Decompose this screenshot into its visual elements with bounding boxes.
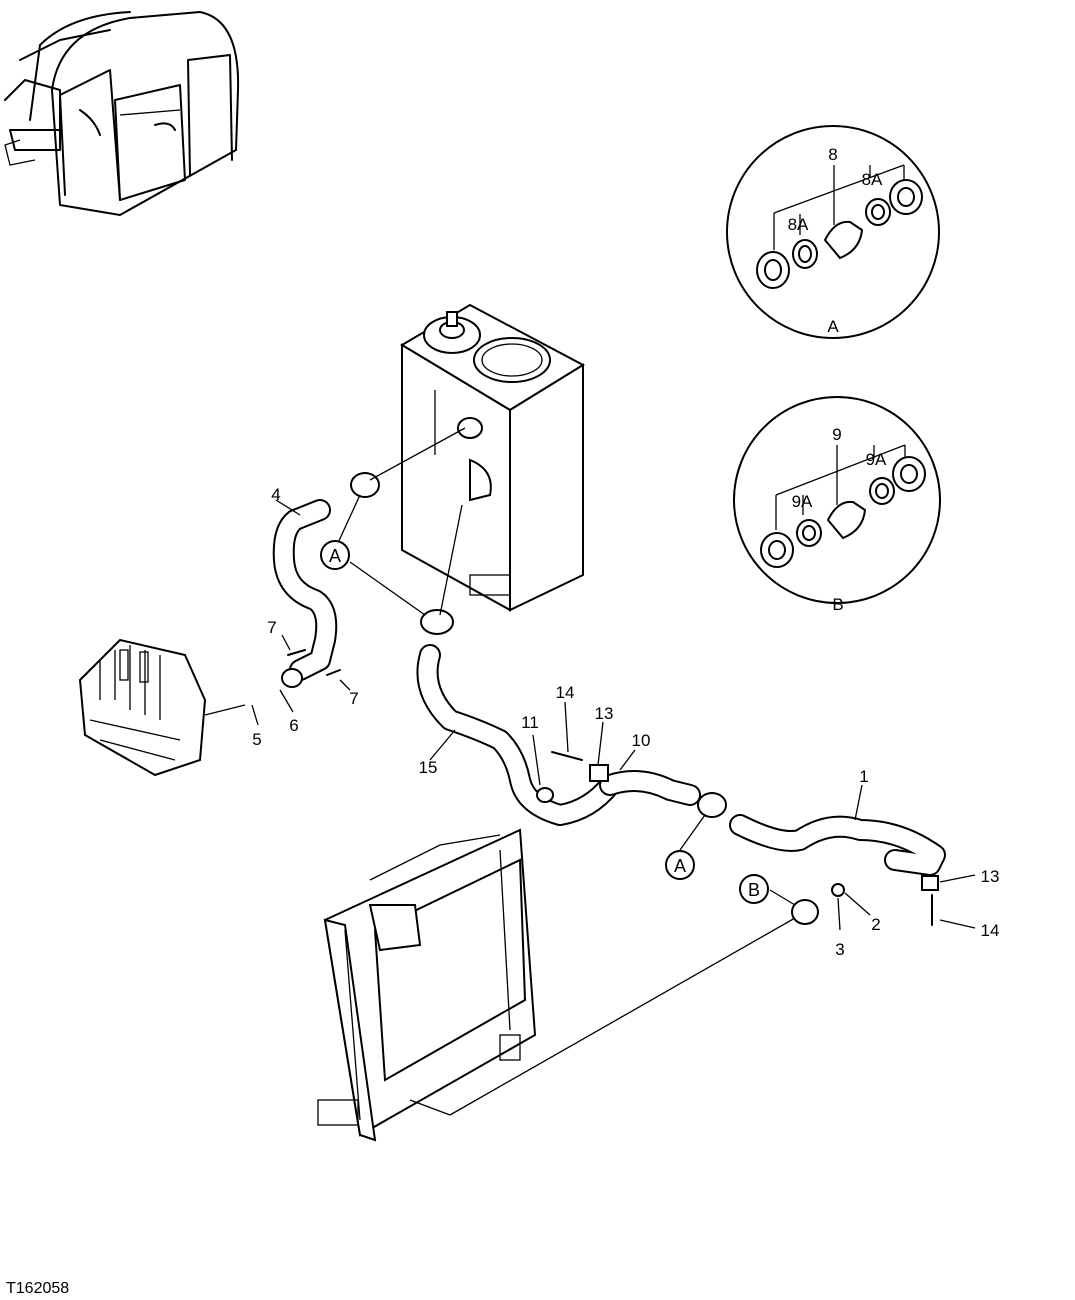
detail-a-part-right: 8A bbox=[862, 170, 883, 189]
detail-a-part-left: 8A bbox=[788, 215, 809, 234]
figure-id: T162058 bbox=[6, 1280, 69, 1297]
clamp-a-middle bbox=[420, 609, 454, 635]
callout-6: 6 bbox=[289, 716, 298, 735]
elbow-fitting-6 bbox=[281, 668, 303, 688]
hose-1 bbox=[731, 816, 944, 874]
control-valve bbox=[78, 638, 246, 777]
callout-7-upper: 7 bbox=[267, 618, 276, 637]
ref-circle-a-upper: A bbox=[320, 540, 350, 570]
clamp-a-lower bbox=[697, 792, 727, 818]
detail-a-label: A bbox=[827, 317, 839, 336]
hose-4 bbox=[274, 501, 336, 679]
detail-view-a bbox=[726, 125, 940, 339]
callout-1: 1 bbox=[859, 767, 868, 786]
fitting-2 bbox=[831, 883, 845, 897]
callout-3: 3 bbox=[835, 940, 844, 959]
detail-a-part-main: 8 bbox=[828, 145, 837, 164]
bolt-7-upper bbox=[287, 649, 306, 656]
detail-b-part-right: 9A bbox=[866, 450, 887, 469]
callout-14-upper: 14 bbox=[556, 683, 575, 702]
svg-text:A: A bbox=[329, 546, 341, 566]
oil-cooler bbox=[317, 828, 537, 1142]
cab-thumbnail bbox=[4, 11, 240, 216]
callout-14-lower: 14 bbox=[981, 921, 1000, 940]
ref-circle-b: B bbox=[739, 874, 769, 904]
clamp-a-upper bbox=[350, 472, 380, 498]
detail-b-label: B bbox=[832, 595, 843, 614]
bolt-7-lower bbox=[326, 669, 341, 676]
clamp-13-upper bbox=[589, 764, 609, 782]
fitting-11 bbox=[536, 787, 554, 803]
callout-13-lower: 13 bbox=[981, 867, 1000, 886]
callout-15: 15 bbox=[419, 758, 438, 777]
callout-7-lower: 7 bbox=[349, 689, 358, 708]
leader-lines bbox=[251, 427, 976, 1116]
callout-11: 11 bbox=[521, 713, 539, 732]
callout-13-upper: 13 bbox=[595, 704, 614, 723]
svg-text:B: B bbox=[748, 880, 760, 900]
detail-view-b bbox=[733, 396, 941, 604]
clamp-b bbox=[791, 899, 819, 925]
hose-15 bbox=[418, 646, 619, 824]
detail-b-part-main: 9 bbox=[832, 425, 841, 444]
bolt-14-upper bbox=[551, 751, 583, 761]
detail-b-part-left: 9A bbox=[792, 492, 813, 511]
svg-text:A: A bbox=[674, 856, 686, 876]
hydraulic-tank bbox=[400, 303, 586, 612]
ref-circle-a-lower: A bbox=[665, 850, 695, 880]
callout-10: 10 bbox=[632, 731, 651, 750]
callout-4: 4 bbox=[271, 485, 280, 504]
callout-5: 5 bbox=[252, 730, 261, 749]
clamp-13-lower bbox=[921, 875, 939, 891]
callout-2: 2 bbox=[871, 915, 880, 934]
